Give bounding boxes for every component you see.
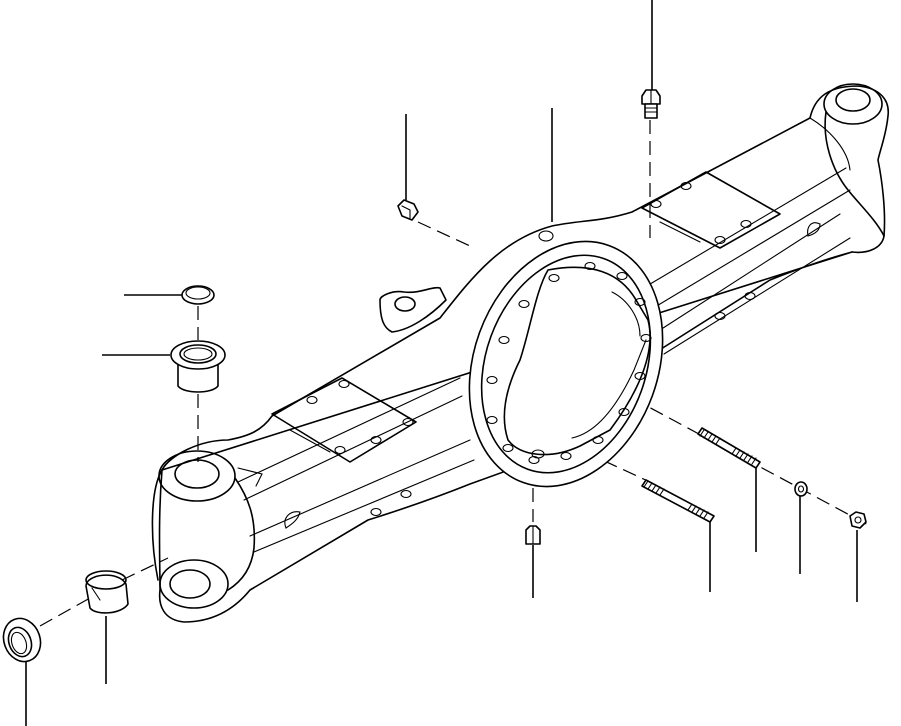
assembly-centerlines [39, 120, 871, 627]
bushing-sleeve [85, 570, 129, 614]
stud-long [697, 427, 761, 469]
nut [849, 511, 867, 529]
leader-lines [25, 0, 858, 726]
seal [2, 617, 42, 663]
stud-short [641, 479, 715, 523]
drain-plug [525, 525, 541, 545]
body-holes [370, 230, 756, 517]
bushing-flanged [170, 340, 226, 393]
breather-plug [397, 199, 419, 221]
flange-bolt-holes [486, 261, 652, 465]
cap [181, 285, 215, 305]
axle-housing [151, 83, 889, 623]
washer [794, 481, 808, 497]
plug-top [641, 89, 661, 119]
